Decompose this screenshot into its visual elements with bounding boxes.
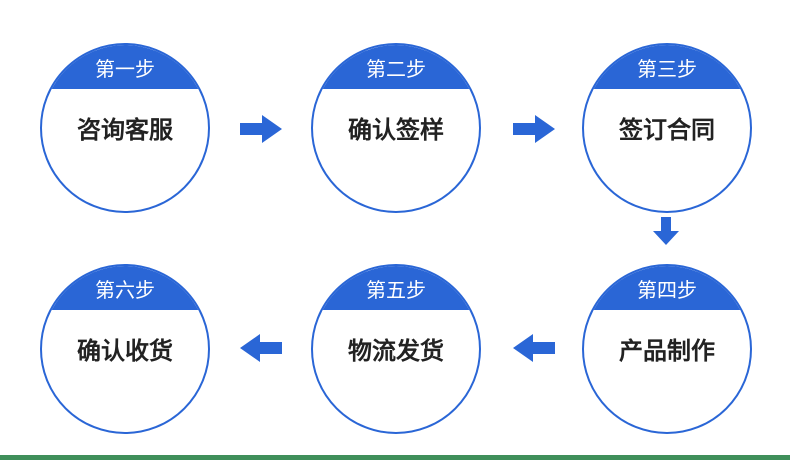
step-3-title: 第三步: [637, 57, 697, 81]
step-5: 第五步 物流发货: [311, 264, 481, 434]
step-5-header: [313, 266, 479, 310]
step-2: 第二步 确认签样: [311, 43, 481, 213]
step-5-label: 物流发货: [348, 337, 444, 365]
step-1-header: [42, 45, 208, 89]
step-1-title: 第一步: [95, 57, 155, 81]
step-2-title: 第二步: [366, 57, 426, 81]
step-4-header: [584, 266, 750, 310]
step-3-header: [584, 45, 750, 89]
step-3: 第三步 签订合同: [582, 43, 752, 213]
step-6-header: [42, 266, 208, 310]
step-6: 第六步 确认收货: [40, 264, 210, 434]
left-arrow-icon: [240, 334, 282, 362]
down-arrow-icon: [653, 217, 679, 245]
right-arrow-icon: [513, 115, 555, 143]
step-2-label: 确认签样: [348, 116, 444, 144]
step-4: 第四步 产品制作: [582, 264, 752, 434]
step-4-title: 第四步: [637, 278, 697, 302]
step-1-label: 咨询客服: [77, 116, 173, 144]
step-6-title: 第六步: [95, 278, 155, 302]
left-arrow-icon: [513, 334, 555, 362]
step-3-label: 签订合同: [619, 116, 715, 144]
step-1: 第一步 咨询客服: [40, 43, 210, 213]
footer-divider: [0, 455, 790, 460]
step-2-header: [313, 45, 479, 89]
right-arrow-icon: [240, 115, 282, 143]
step-5-title: 第五步: [366, 278, 426, 302]
step-6-label: 确认收货: [77, 337, 173, 365]
step-4-label: 产品制作: [619, 337, 715, 365]
